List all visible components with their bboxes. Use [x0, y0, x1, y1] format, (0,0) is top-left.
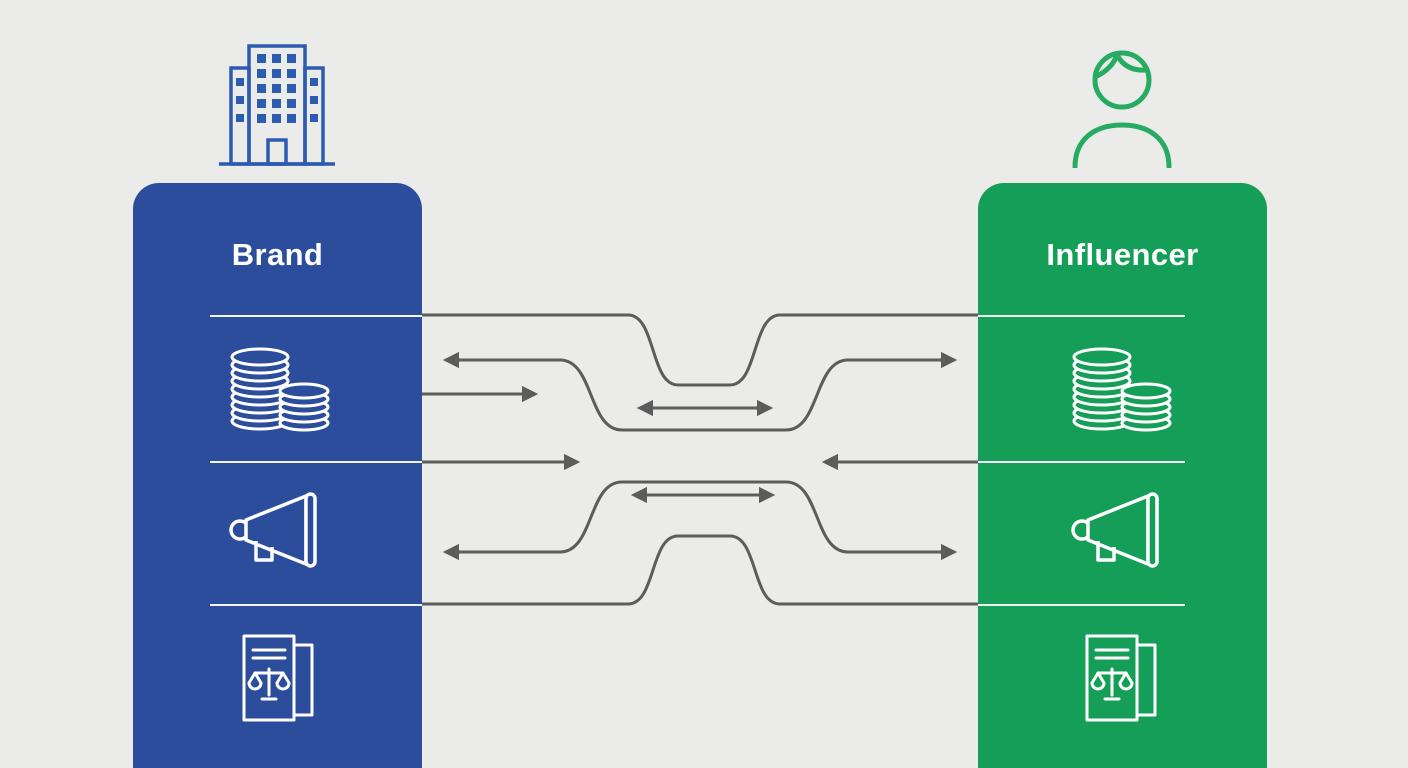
contract-scales-icon [238, 633, 323, 728]
section-divider [978, 315, 1185, 317]
coins-icon [1068, 343, 1178, 438]
megaphone-icon [1068, 490, 1178, 575]
contract-scales-icon [1081, 633, 1166, 728]
coins-icon [226, 343, 336, 438]
influencer-panel-title: Influencer [1046, 237, 1199, 272]
bidirectional-arrow-top [442, 351, 958, 432]
megaphone-icon [226, 490, 336, 575]
brand-panel: Brand [133, 183, 422, 768]
section-divider [210, 461, 422, 463]
bottom-rail-line [420, 534, 982, 606]
bidirectional-arrow-bottom [442, 480, 958, 561]
top-rail-line [420, 313, 982, 387]
section-divider [978, 461, 1185, 463]
building-icon [217, 42, 337, 167]
section-divider [978, 604, 1185, 606]
section-divider [210, 315, 422, 317]
influencer-panel: Influencer [978, 183, 1267, 768]
person-icon [1067, 38, 1177, 168]
brand-panel-title: Brand [231, 237, 324, 272]
section-divider [210, 604, 422, 606]
